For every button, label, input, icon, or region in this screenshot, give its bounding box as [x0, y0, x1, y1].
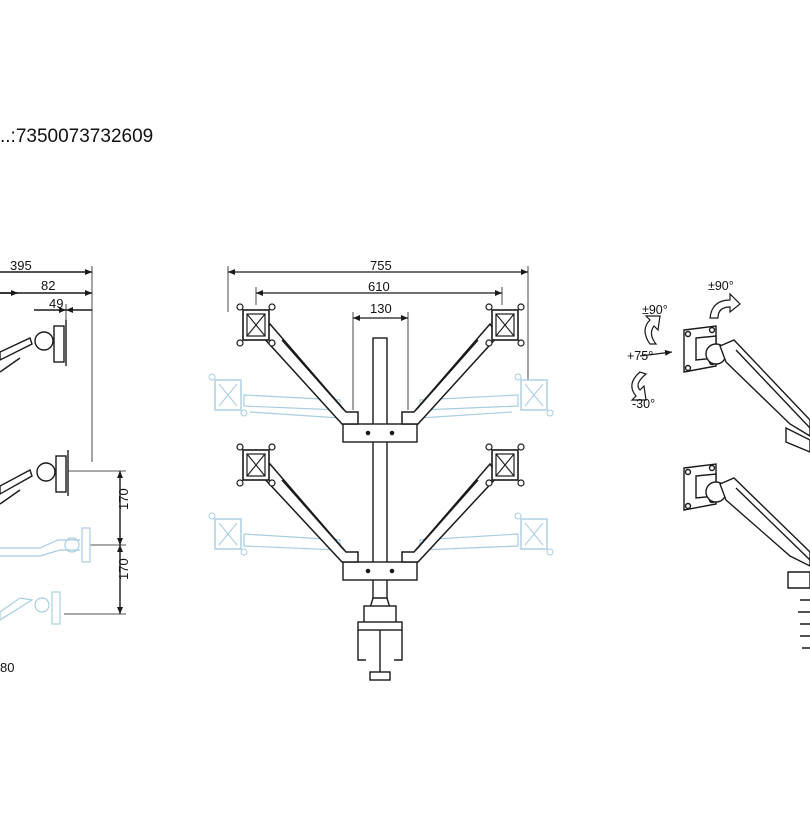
front-view-dimension-lines: [227, 266, 529, 410]
dim-395: 395: [10, 258, 32, 273]
dim-82: 82: [41, 278, 55, 293]
dim-49: 49: [49, 296, 63, 311]
product-code: ..:7350073732609: [0, 126, 154, 147]
iso-view-drawing: [683, 325, 810, 649]
front-view-pole: [342, 337, 418, 681]
rotation-label-left: ±90°: [642, 303, 668, 317]
rotation-label-up: +75°: [627, 349, 653, 363]
rotation-label-top: ±90°: [708, 279, 734, 293]
rotation-label-down: -30°: [632, 397, 655, 411]
dim-130: 130: [370, 301, 392, 316]
tilt-down-arrow-icon: [630, 371, 648, 401]
dim-partial-80: 80: [0, 660, 14, 675]
swivel-arrow-icon: [709, 292, 741, 319]
dim-755: 755: [370, 258, 392, 273]
side-view-ghost-arms: [0, 527, 91, 625]
rotation-arrows: [630, 292, 741, 401]
dim-170-lower: 170: [116, 558, 131, 580]
dim-170-upper: 170: [116, 488, 131, 510]
dim-610: 610: [368, 279, 390, 294]
side-view-drawing: [0, 266, 126, 615]
tilt-arrow-icon: [644, 315, 661, 345]
